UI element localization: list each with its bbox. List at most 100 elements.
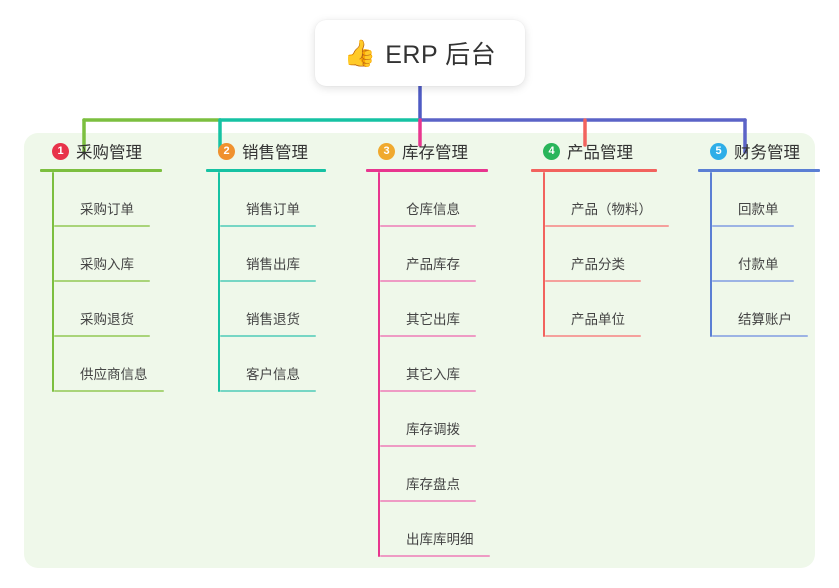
leaf-item-rule	[54, 335, 150, 337]
branch-badge-5: 5	[710, 142, 727, 160]
branch-header-rule-2	[206, 169, 326, 172]
leaf-item-label: 采购订单	[80, 202, 134, 217]
leaf-item-rule	[545, 335, 641, 337]
leaf-item-label: 结算账户	[738, 312, 792, 327]
leaf-item[interactable]: 产品分类	[545, 227, 689, 282]
leaf-item[interactable]: 采购入库	[54, 227, 190, 282]
leaf-item-rule	[54, 390, 164, 392]
leaf-item[interactable]: 其它出库	[380, 282, 516, 337]
leaf-item-label: 仓库信息	[406, 202, 460, 217]
leaf-item[interactable]: 客户信息	[220, 337, 354, 392]
branch-header-rule-3	[366, 169, 488, 172]
branch-spine-4	[543, 172, 545, 337]
leaf-item-label: 产品单位	[571, 312, 625, 327]
branch-column-5: 5 财务管理回款单付款单结算账户	[696, 133, 839, 337]
branch-spine-2	[218, 172, 220, 392]
leaf-item[interactable]: 出库库明细	[380, 502, 516, 557]
leaf-item-label: 采购退货	[80, 312, 134, 327]
branch-column-3: 3 库存管理仓库信息产品库存其它出库其它入库库存调拨库存盘点出库库明细	[364, 133, 516, 557]
leaf-item[interactable]: 仓库信息	[380, 172, 516, 227]
leaf-item-rule	[380, 280, 476, 282]
leaf-item-rule	[220, 390, 316, 392]
leaf-item-label: 其它入库	[406, 367, 460, 382]
leaf-item-label: 销售退货	[246, 312, 300, 327]
branch-title-3: 库存管理	[402, 144, 468, 162]
leaf-item[interactable]: 回款单	[712, 172, 839, 227]
leaf-item-rule	[220, 335, 316, 337]
leaf-item[interactable]: 库存盘点	[380, 447, 516, 502]
leaf-item-label: 销售出库	[246, 257, 300, 272]
leaf-item-rule	[545, 225, 669, 227]
leaf-item-label: 回款单	[738, 202, 779, 217]
leaf-item[interactable]: 供应商信息	[54, 337, 190, 392]
branch-header-rule-1	[40, 169, 162, 172]
leaf-item-rule	[220, 280, 316, 282]
leaf-item[interactable]: 销售出库	[220, 227, 354, 282]
leaf-item-label: 产品库存	[406, 257, 460, 272]
branch-header-3[interactable]: 3 库存管理	[364, 133, 516, 169]
leaf-item[interactable]: 结算账户	[712, 282, 839, 337]
leaf-item-rule	[545, 280, 641, 282]
leaf-item-rule	[380, 555, 490, 557]
leaf-item-label: 供应商信息	[80, 367, 148, 382]
leaf-item-label: 产品（物料）	[571, 202, 652, 217]
leaf-item-rule	[712, 335, 808, 337]
leaf-item[interactable]: 采购订单	[54, 172, 190, 227]
leaf-item-rule	[712, 225, 794, 227]
leaf-item[interactable]: 库存调拨	[380, 392, 516, 447]
leaf-item[interactable]: 产品单位	[545, 282, 689, 337]
leaf-item-rule	[380, 390, 476, 392]
leaf-item-label: 采购入库	[80, 257, 134, 272]
branch-title-2: 销售管理	[242, 144, 308, 162]
branch-header-rule-4	[531, 169, 657, 172]
branch-item-list-4: 产品（物料） 产品分类产品单位	[529, 172, 689, 337]
leaf-item[interactable]: 销售退货	[220, 282, 354, 337]
background-panel	[24, 133, 815, 568]
branch-title-4: 产品管理	[567, 144, 633, 162]
leaf-item-label: 库存调拨	[406, 422, 460, 437]
leaf-item-label: 其它出库	[406, 312, 460, 327]
branch-item-list-1: 采购订单采购入库采购退货供应商信息	[38, 172, 190, 392]
branch-badge-4: 4	[543, 142, 560, 160]
branch-header-rule-5	[698, 169, 820, 172]
leaf-item[interactable]: 产品库存	[380, 227, 516, 282]
leaf-item[interactable]: 销售订单	[220, 172, 354, 227]
leaf-item-label: 客户信息	[246, 367, 300, 382]
leaf-item[interactable]: 其它入库	[380, 337, 516, 392]
branch-spine-3	[378, 172, 380, 557]
branch-header-4[interactable]: 4 产品管理	[529, 133, 689, 169]
leaf-item-label: 出库库明细	[406, 532, 474, 547]
leaf-item-rule	[54, 225, 150, 227]
branch-title-1: 采购管理	[76, 144, 142, 162]
thumbs-up-icon: 👍	[343, 38, 377, 68]
branch-item-list-5: 回款单付款单结算账户	[696, 172, 839, 337]
root-node[interactable]: 👍 ERP 后台	[315, 20, 525, 86]
leaf-item-rule	[380, 500, 476, 502]
leaf-item-rule	[220, 225, 316, 227]
leaf-item-rule	[380, 225, 476, 227]
leaf-item-label: 库存盘点	[406, 477, 460, 492]
leaf-item-rule	[380, 335, 476, 337]
root-node-title: ERP 后台	[385, 41, 497, 69]
branch-badge-3: 3	[378, 142, 395, 160]
branch-header-5[interactable]: 5 财务管理	[696, 133, 839, 169]
branch-title-5: 财务管理	[734, 144, 800, 162]
leaf-item-rule	[54, 280, 150, 282]
leaf-item-label: 销售订单	[246, 202, 300, 217]
branch-item-list-3: 仓库信息产品库存其它出库其它入库库存调拨库存盘点出库库明细	[364, 172, 516, 557]
branch-spine-1	[52, 172, 54, 392]
leaf-item[interactable]: 付款单	[712, 227, 839, 282]
branch-spine-5	[710, 172, 712, 337]
leaf-item-rule	[712, 280, 794, 282]
branch-column-4: 4 产品管理产品（物料） 产品分类产品单位	[529, 133, 689, 337]
leaf-item[interactable]: 采购退货	[54, 282, 190, 337]
leaf-item-label: 产品分类	[571, 257, 625, 272]
branch-item-list-2: 销售订单销售出库销售退货客户信息	[204, 172, 354, 392]
leaf-item[interactable]: 产品（物料）	[545, 172, 689, 227]
